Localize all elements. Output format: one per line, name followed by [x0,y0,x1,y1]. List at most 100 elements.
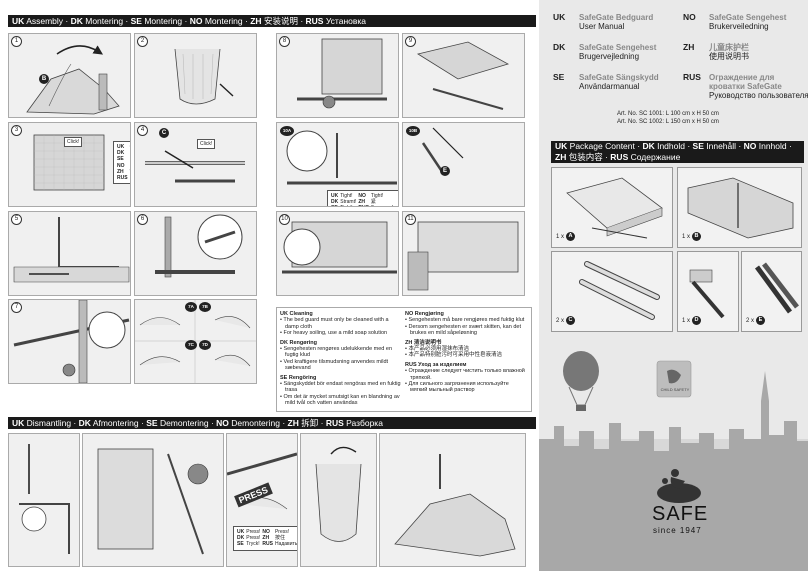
dismantle-panel-4 [300,433,377,567]
translation-cell: SE [331,205,340,206]
manual-title: Brukerveiledning [709,22,769,31]
lang-code: SE [553,72,565,82]
header-label: Demontering [159,418,209,428]
header-label: Innehåll [706,141,737,151]
step-number: 6 [137,214,148,225]
translation-cell: Press! [246,535,261,542]
manual-title: Användarmanual [579,82,640,91]
step-number: 2 [137,36,148,47]
translation-cell: NO [117,162,125,169]
sub-label: 7B [199,302,211,312]
header-label: 包装内容 [568,152,603,162]
lang-code: ZH [250,16,262,26]
step-number: 8 [279,36,290,47]
lang-code: ZH [287,418,299,428]
art-number-1: Art. No. SC 1001: L 100 cm x H 50 cm [617,111,719,117]
step-number: 5 [11,214,22,225]
separator: · [684,141,693,151]
dismantling-header: UK Dismantling · DK Afmontering · SE Dem… [8,417,536,429]
header-label: Dismantling [26,418,72,428]
translation-cell: NO [262,529,270,535]
header-label: Indhold [657,141,685,151]
translation-cell: UK [331,193,339,199]
lang-code: UK [12,16,25,26]
separator: · [71,418,79,428]
lang-code: RUS [683,72,701,82]
header-label: Разборка [346,418,383,428]
manual-title: 使用说明书 [709,52,749,61]
step-number: 7 [11,302,22,313]
strap-pull-illustration [13,300,130,383]
translation-cell: SE [117,156,124,163]
lang-code: NO [683,12,696,22]
header-label: 安装说明 [263,16,298,26]
separator: · [279,418,288,428]
manual-title: User Manual [579,22,625,31]
product-name: SafeGate Sengehest [579,43,657,52]
separator: · [297,16,306,26]
package-header: UK Package Content · DK Indhold · SE Inn… [551,141,804,163]
lang-code: RUS [305,16,324,26]
separator: · [123,16,131,26]
translation-cell: RUS [262,541,273,548]
translation-cell: 紧 [370,199,376,206]
click-translations: UKClick!DKKlik!SEKlickk!NOKlikk!ZH"咔嗒"RU… [113,141,131,185]
cleaning-column-right: NO Rengjøring• Sengehesten må bare rengj… [405,311,527,397]
cleaning-heading: RUS Уход за изделием [405,361,467,368]
dismantle-panel-2 [82,433,224,567]
lang-code: ZH [683,42,695,52]
sub-label: 7D [199,340,211,350]
separator: · [138,418,147,428]
cleaning-item: The bed guard must only be cleaned with … [283,317,389,330]
velcro-item-illustration [754,262,799,314]
step-panel-3: 3 Click! UKClick!DKKlik!SEKlickk!NOKlikk… [8,122,131,207]
separator: · [63,16,71,26]
lang-code: UK [553,12,566,22]
guard-upright-illustration [297,38,387,109]
cleaning-item: 本产品特别脏污时可采用中性皂液清洁 [408,352,502,359]
translation-cell: Tight! [340,205,358,206]
cleaning-item: Ved kraftigere tilsmudsning anvendes mil… [283,358,389,372]
step-panel-11: 10 [276,211,399,296]
translation-cell: ZH [117,168,124,175]
translation-cell: RUS [117,175,128,182]
separator: · [634,141,643,151]
lang-code: UK [12,418,25,428]
cleaning-item: Для сильного загрязнения используйте мяг… [408,381,509,394]
translation-cell: Stramt! [340,199,357,206]
product-name: 儿童床护栏 [709,43,749,52]
translation-cell: Klik! [130,150,131,156]
translation-cell: Klickk! [130,156,131,162]
translation-cell: Klikk! [130,163,131,169]
dismantle-strap-illustration [19,444,70,554]
lang-code: ZH [555,152,567,162]
frame-fold-illustration [174,48,234,105]
lang-code: NO [743,141,757,151]
lang-code: RUS [610,152,629,162]
cleaning-heading: NO Rengjøring [405,311,444,317]
step-panel-10: 10A UKTight!NOTight!DKStramt!ZH紧SETight!… [276,122,399,207]
skyline-illustration [539,351,808,571]
frame-under-mattress-illustration [13,217,130,283]
part-label-c: C [159,128,169,138]
step-number: 1 [11,36,22,47]
step-number: 10 [279,214,290,225]
click-bubble: Click! [197,139,216,149]
art-number-2: Art. No. SC 1002: L 150 cm x H 50 cm [617,119,719,125]
click-bubble: Click! [64,137,83,147]
translation-cell: "咔嗒" [130,169,131,175]
translation-cell: ZH [262,535,270,542]
step-number: 9 [405,36,416,47]
translation-cell: Click! [130,144,131,150]
cleaning-instructions: UK Cleaning• The bed guard must only be … [276,307,532,412]
step-panel-7-details: 7A 7B 7C 7D [134,299,257,384]
logo-figure-icon [657,469,701,503]
cleaning-item: Om det är mycket smutsigt kan en blandni… [283,393,400,407]
cleaning-item: For heavy soiling, use a mild soap solut… [283,330,388,337]
